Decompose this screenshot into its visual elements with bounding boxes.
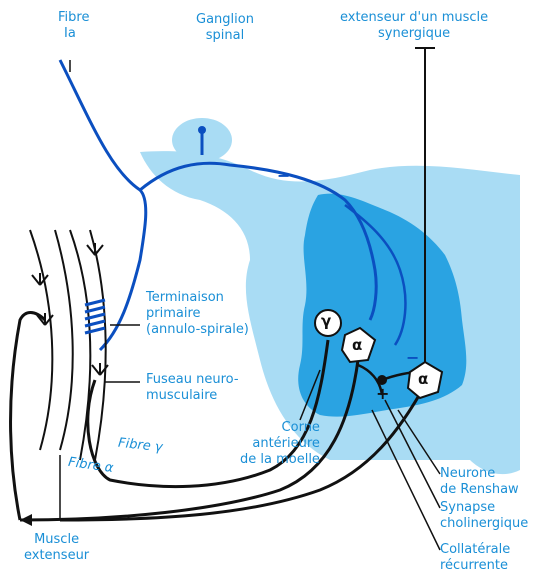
label-extenseur-line2: synergique: [340, 26, 488, 42]
label-fuseau-neuromusculaire: Fuseau neuro- musculaire: [146, 372, 239, 404]
label-corne-line3: de la moelle: [240, 452, 320, 468]
alpha-symbol-1: α: [352, 337, 362, 353]
label-neurone-line2: de Renshaw: [440, 482, 519, 498]
label-ganglion-line2: spinal: [196, 28, 254, 44]
label-collaterale-line1: Collatérale: [440, 542, 510, 558]
alpha-symbol-2-text: α: [418, 370, 428, 388]
label-collaterale-line2: récurrente: [440, 558, 510, 574]
label-fibre-ia-line1: Fibre: [58, 10, 89, 26]
gamma-symbol-text: γ: [321, 312, 331, 330]
label-neurone-line1: Neurone: [440, 466, 519, 482]
label-muscle-line1: Muscle: [24, 532, 89, 548]
label-corne-line1: Corne: [240, 420, 320, 436]
label-corne-line2: antérieure: [240, 436, 320, 452]
alpha-symbol-2: α: [418, 371, 428, 387]
minus-sign-2-text: −: [406, 348, 419, 367]
label-ganglion-spinal: Ganglion spinal: [196, 12, 254, 44]
label-extenseur-line1: extenseur d'un muscle: [340, 10, 488, 26]
minus-sign-1: −: [277, 168, 290, 184]
label-muscle-extenseur: Muscle extenseur: [24, 532, 89, 564]
muscle-left-outline: [30, 230, 73, 450]
label-ganglion-line1: Ganglion: [196, 12, 254, 28]
label-synapse-cholinergique: Synapse cholinergique: [440, 500, 528, 532]
plus-sign-text: +: [376, 384, 389, 403]
label-fuseau-line1: Fuseau neuro-: [146, 372, 239, 388]
label-fibre-ia-line2: Ia: [58, 26, 89, 42]
label-fibre-ia: Fibre Ia: [58, 10, 89, 42]
label-terminaison-line3: (annulo-spirale): [146, 322, 249, 338]
label-terminaison-line2: primaire: [146, 306, 249, 322]
label-terminaison-primaire: Terminaison primaire (annulo-spirale): [146, 290, 249, 338]
minus-sign-2: −: [406, 350, 419, 366]
label-collaterale-recurrente: Collatérale récurrente: [440, 542, 510, 574]
plus-sign: +: [376, 386, 389, 402]
fibre-alpha-arrowhead: [20, 514, 32, 526]
minus-sign-1-text: −: [277, 166, 290, 185]
label-extenseur-synergique: extenseur d'un muscle synergique: [340, 10, 488, 42]
label-fuseau-line2: musculaire: [146, 388, 239, 404]
label-synapse-line2: cholinergique: [440, 516, 528, 532]
label-terminaison-line1: Terminaison: [146, 290, 249, 306]
label-muscle-line2: extenseur: [24, 548, 89, 564]
alpha-symbol-1-text: α: [352, 336, 362, 354]
label-corne-anterieure: Corne antérieure de la moelle: [240, 420, 320, 468]
fibre-alpha-to-muscle: [11, 313, 45, 521]
label-synapse-line1: Synapse: [440, 500, 528, 516]
ganglion-cell-body: [198, 126, 206, 134]
gamma-symbol: γ: [321, 313, 331, 329]
label-neurone-renshaw: Neurone de Renshaw: [440, 466, 519, 498]
